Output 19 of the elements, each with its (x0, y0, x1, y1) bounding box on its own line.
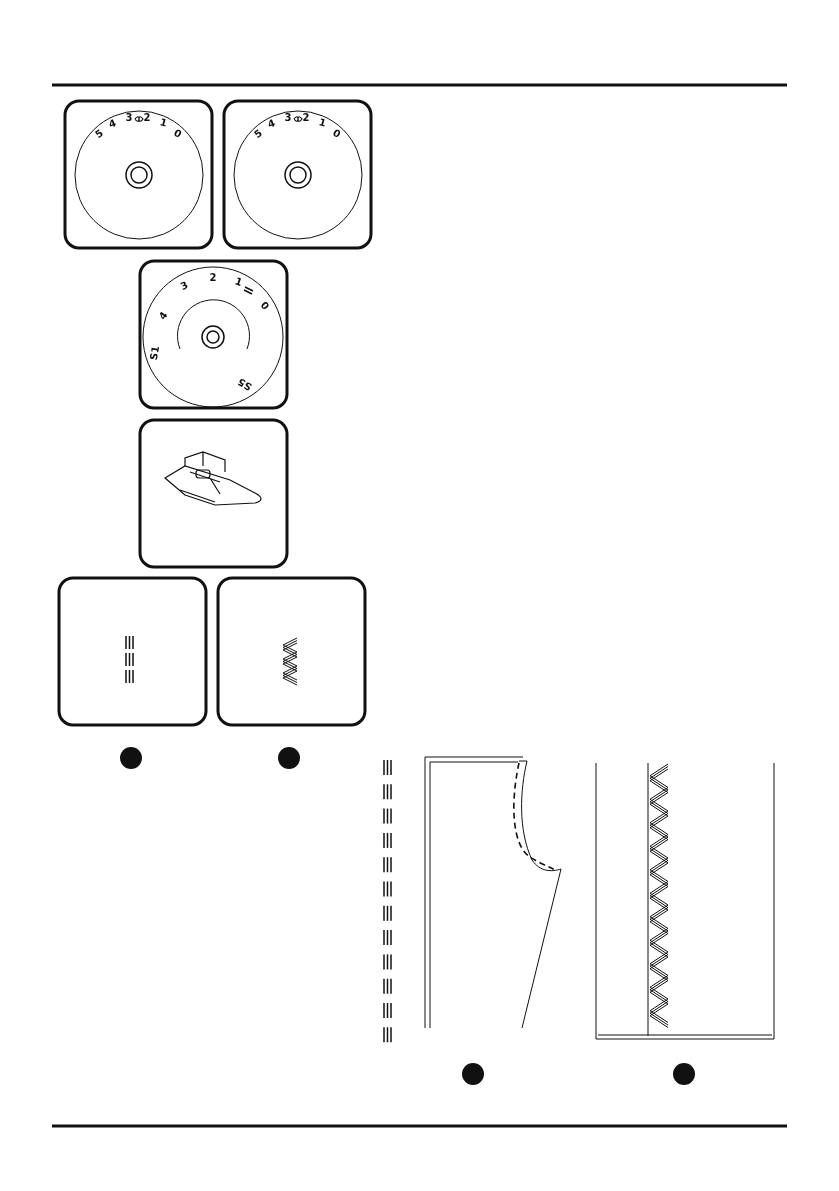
dial-number: S5 (236, 376, 254, 392)
dial-number: 2 (209, 273, 217, 283)
dial-number: 1 (158, 117, 168, 129)
dial-number: 5 (252, 127, 264, 141)
dial-number: 2 (143, 113, 151, 123)
dial-number: 0 (171, 127, 183, 141)
dial-number: 0 (330, 127, 342, 141)
dial-number: 2 (302, 113, 310, 123)
dial-number: S1 (148, 345, 162, 361)
dial-number: 4 (266, 118, 276, 130)
dial-number: 1 (317, 117, 327, 129)
dial-number: 3 (178, 280, 190, 292)
dial-number: 0 (257, 300, 271, 312)
dial-number: 4 (107, 118, 117, 130)
dial-number: 3 (125, 113, 133, 123)
dial-number: 3 (284, 113, 292, 123)
dial-number: 1 (233, 276, 243, 288)
dial-number: 5 (93, 127, 105, 141)
dial-number: 4 (156, 310, 170, 322)
